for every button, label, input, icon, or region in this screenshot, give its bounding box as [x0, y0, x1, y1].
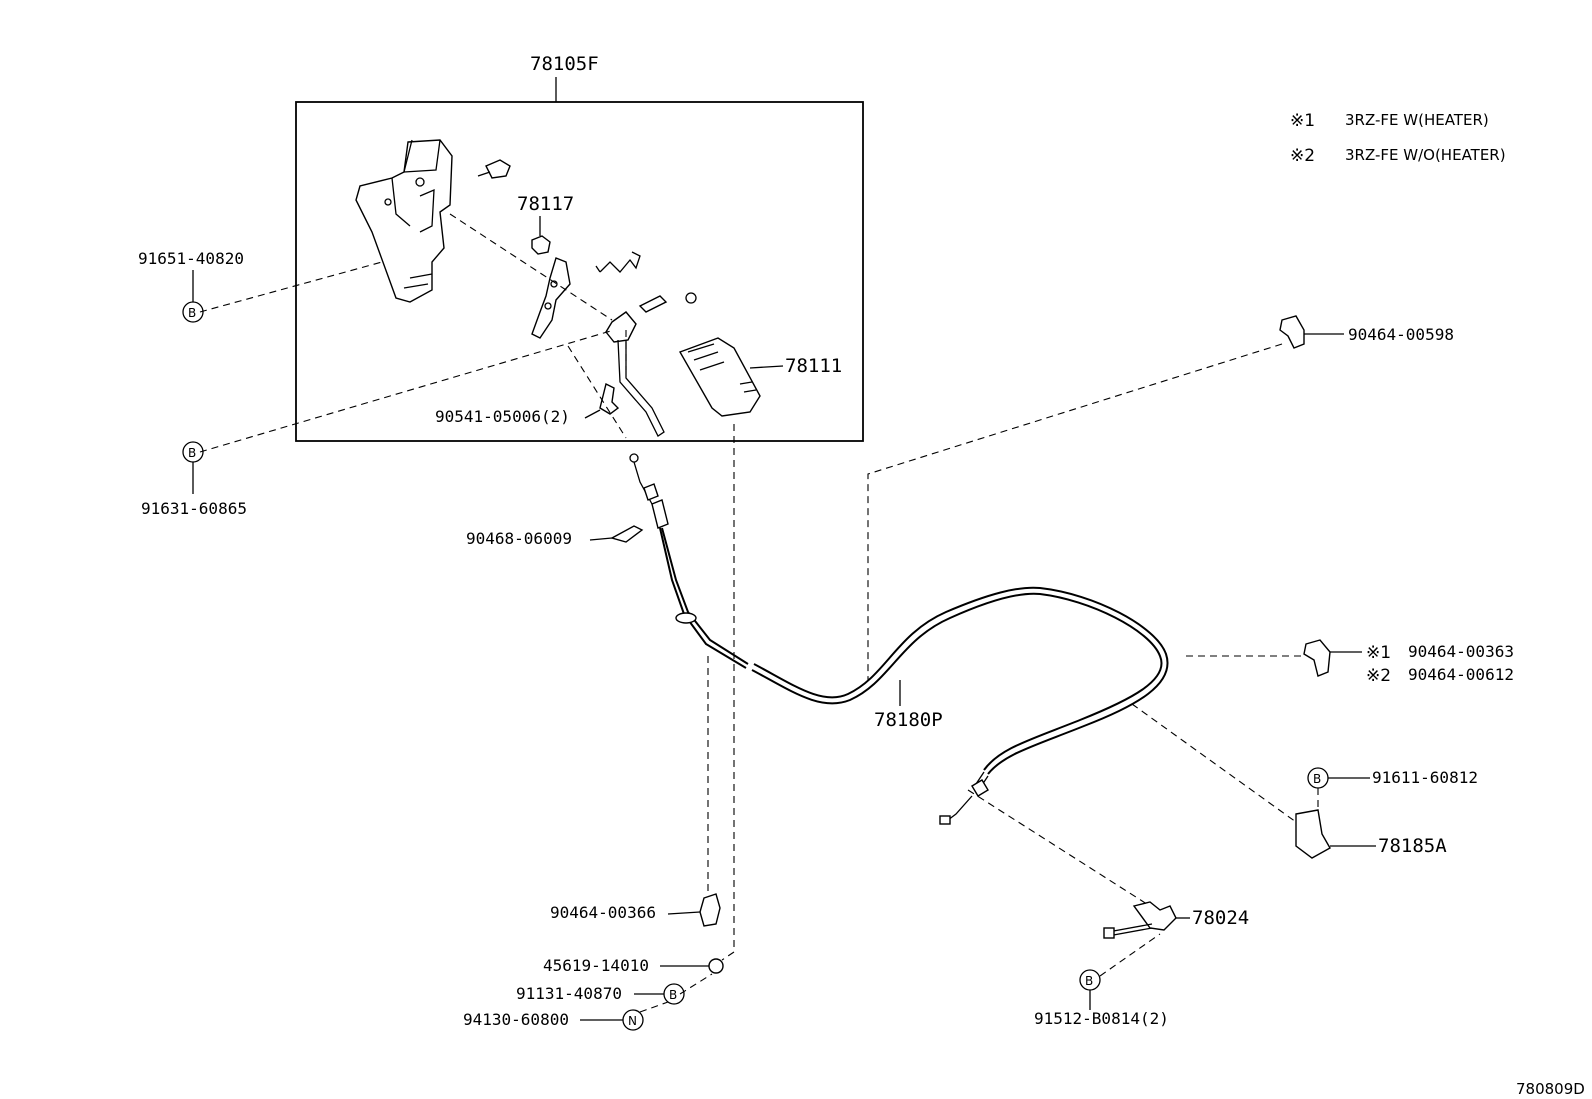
label-90464-00598: 90464-00598 — [1348, 325, 1454, 344]
marker-1: ※1 — [1366, 643, 1391, 663]
svg-text:3RZ-FE W(HEATER): 3RZ-FE W(HEATER) — [1345, 111, 1489, 129]
badge-b-3: B — [1307, 767, 1329, 789]
marker-2: ※2 — [1366, 666, 1391, 686]
badge-b-1: B — [182, 301, 204, 323]
pedal-pad-drawing — [678, 337, 761, 417]
badge-n: N — [622, 1009, 644, 1031]
label-78111: 78111 — [785, 355, 842, 377]
clip-78117-drawing — [531, 235, 551, 255]
svg-text:※2: ※2 — [1290, 146, 1315, 166]
svg-text:B: B — [1085, 974, 1093, 988]
svg-text:3RZ-FE W/O(HEATER): 3RZ-FE W/O(HEATER) — [1345, 146, 1506, 164]
legend: ※1 3RZ-FE W(HEATER) ※2 3RZ-FE W/O(HEATER… — [1290, 111, 1506, 166]
assembly-box — [295, 101, 864, 442]
label-91631-60865: 91631-60865 — [141, 499, 247, 518]
label-90468-06009: 90468-06009 — [466, 529, 572, 548]
pedal-bracket-drawing — [355, 139, 511, 303]
lever-drawing — [531, 251, 697, 437]
svg-text:B: B — [188, 306, 196, 320]
svg-text:B: B — [188, 446, 196, 460]
label-90541: 90541-05006(2) — [435, 407, 570, 426]
label-78117: 78117 — [517, 193, 574, 215]
footer-code: 780809D — [1516, 1080, 1585, 1098]
assembly-label: 78105F — [530, 53, 599, 75]
label-90464-00363: 90464-00363 — [1408, 642, 1514, 661]
cable-upper-drawing — [629, 453, 749, 669]
main-cable-drawing — [751, 586, 1169, 825]
label-91512-b0814: 91512-B0814(2) — [1034, 1009, 1169, 1028]
badge-b-4: B — [1079, 969, 1101, 991]
label-90464-00366: 90464-00366 — [550, 903, 656, 922]
label-94130-60800: 94130-60800 — [463, 1010, 569, 1029]
label-78180p: 78180P — [874, 709, 943, 731]
svg-text:B: B — [669, 988, 677, 1002]
label-78185a: 78185A — [1378, 835, 1447, 857]
label-91131-40870: 91131-40870 — [516, 984, 622, 1003]
bracket-78024-drawing — [1103, 901, 1177, 939]
label-91651-40820: 91651-40820 — [138, 249, 244, 268]
label-90464-00612: 90464-00612 — [1408, 665, 1514, 684]
svg-text:B: B — [1313, 772, 1321, 786]
label-78024: 78024 — [1192, 907, 1249, 929]
svg-text:※1: ※1 — [1290, 111, 1315, 131]
label-45619-14010: 45619-14010 — [543, 956, 649, 975]
label-91611-60812: 91611-60812 — [1372, 768, 1478, 787]
svg-text:N: N — [628, 1014, 637, 1028]
